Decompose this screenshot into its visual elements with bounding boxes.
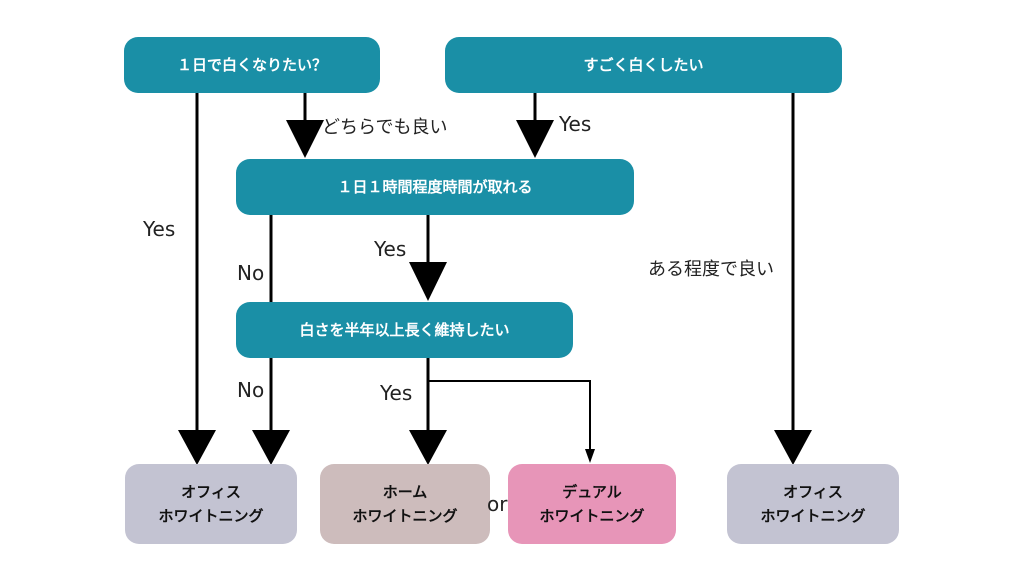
label-aru-teido-de-yoi: ある程度で良い — [648, 259, 774, 280]
result-dual-line1: デュアル — [562, 483, 622, 501]
result-home-line1: ホーム — [382, 483, 428, 501]
node-keep-white-text: 白さを半年以上長く維持したい — [299, 321, 510, 339]
arrowhead-to-office-left-b — [252, 430, 290, 465]
result-office-left-line1: オフィス — [181, 483, 241, 501]
arrowhead-one-day-to-time — [286, 120, 324, 158]
node-keep-white: 白さを半年以上長く維持したい — [236, 302, 573, 358]
node-time-available: １日１時間程度時間が取れる — [236, 159, 634, 215]
arrowhead-to-home — [409, 430, 447, 465]
connector-to-dual — [428, 380, 591, 449]
result-office-whitening-right: オフィス ホワイトニング — [727, 464, 899, 544]
label-yes-mid: Yes — [374, 237, 407, 261]
arrowhead-time-to-keep — [409, 262, 447, 301]
label-yes-left: Yes — [143, 217, 176, 241]
label-yes-lower: Yes — [380, 381, 413, 405]
node-very-white-text: すごく白くしたい — [583, 56, 704, 74]
result-office-right-line1: オフィス — [783, 483, 843, 501]
label-no-lower: No — [237, 378, 265, 402]
node-very-white: すごく白くしたい — [445, 37, 842, 93]
node-one-day-question-text: １日で白くなりたい？ — [176, 56, 327, 74]
result-home-line2: ホワイトニング — [352, 507, 458, 525]
arrowhead-very-white-to-time — [516, 120, 554, 158]
label-no-upper: No — [237, 261, 265, 285]
result-office-left-line2: ホワイトニング — [158, 507, 264, 525]
arrowhead-to-office-right — [774, 430, 812, 465]
arrowhead-to-office-left-a — [178, 430, 216, 465]
node-time-available-text: １日１時間程度時間が取れる — [337, 178, 533, 196]
result-home-whitening: ホーム ホワイトニング — [320, 464, 490, 544]
result-dual-line2: ホワイトニング — [539, 507, 645, 525]
result-office-whitening-left: オフィス ホワイトニング — [125, 464, 297, 544]
label-yes-top: Yes — [559, 112, 592, 136]
arrowhead-to-dual — [585, 449, 595, 463]
label-dochira-demo-yoi: どちらでも良い — [322, 117, 448, 138]
result-dual-whitening: デュアル ホワイトニング — [508, 464, 676, 544]
node-one-day-question: １日で白くなりたい？ — [124, 37, 380, 93]
result-office-right-line2: ホワイトニング — [760, 507, 866, 525]
label-or: or — [487, 492, 508, 516]
